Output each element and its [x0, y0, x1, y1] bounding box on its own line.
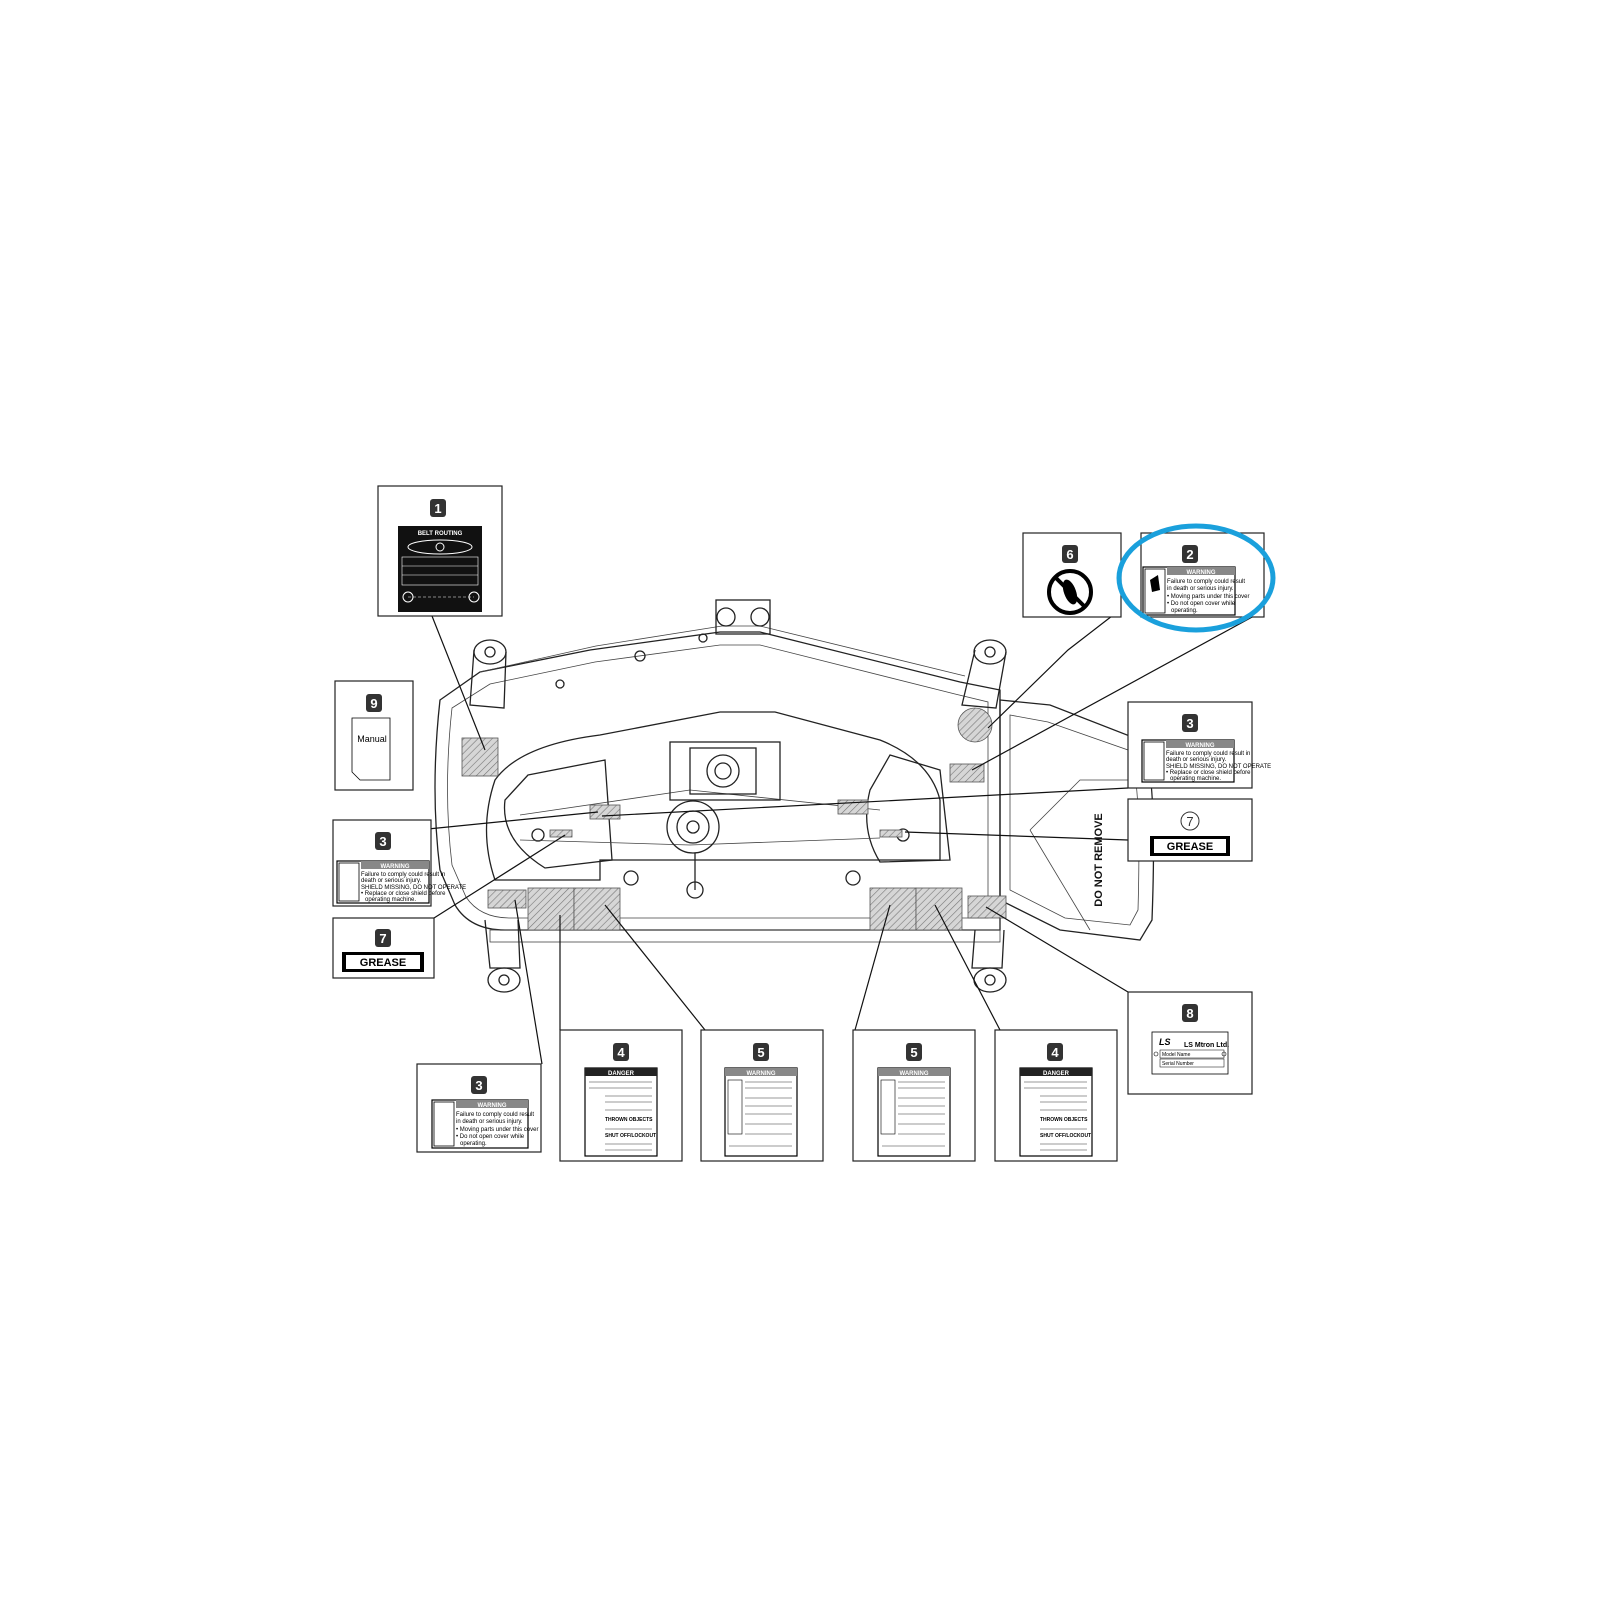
grease-label: GREASE: [360, 957, 406, 969]
callout-number: 5: [910, 1045, 917, 1060]
warning-header: WARNING: [381, 864, 410, 870]
leader-lines: [397, 615, 1255, 1065]
callout-5-left-warning: 5 WARNING: [700, 1029, 824, 1162]
ls-logo: LS: [1159, 1037, 1171, 1047]
hand-hazard-icon: [1143, 741, 1165, 781]
warning-line: in death or serious injury.: [456, 1119, 523, 1125]
mower-deck: DO NOT REMOVE: [434, 599, 1155, 993]
belt-routing-title: BELT ROUTING: [418, 531, 463, 537]
callout-5-right-warning: 5 WARNING: [852, 1029, 976, 1162]
callout-7-left-grease: 7 GREASE: [332, 917, 435, 979]
warning-bullet: • Replace or close shield before: [361, 891, 446, 897]
callout-number: 3: [475, 1078, 482, 1093]
callout-number: 3: [379, 834, 386, 849]
warning-line: Failure to comply could result: [1167, 579, 1245, 585]
callout-number: 1: [434, 501, 441, 516]
grease-label: GREASE: [1167, 841, 1213, 853]
callout-9-manual: 9 Manual: [334, 680, 414, 791]
highlight-ring: [1116, 523, 1276, 633]
callout-number: 5: [757, 1045, 764, 1060]
warning-bullet: • Moving parts under this cover: [1167, 594, 1249, 600]
decal-location-5-left: [573, 887, 621, 931]
gauge-wheel-bottom-right: [971, 929, 1007, 993]
danger-section: THROWN OBJECTS: [1040, 1117, 1088, 1123]
decal-location-3-bottom: [487, 889, 527, 909]
callout-number: 4: [617, 1045, 625, 1060]
callout-number: 7: [1186, 814, 1193, 829]
manual-icon: [351, 717, 391, 781]
company-name: LS Mtron Ltd.: [1184, 1042, 1229, 1049]
warning-bullet: operating.: [460, 1141, 487, 1147]
danger-section: SHUT OFF/LOCKOUT: [605, 1133, 656, 1139]
callout-8-serial-plate: 8 LS LS Mtron Ltd. Model Name Serial Num…: [1127, 991, 1253, 1095]
hand-hazard-icon: [338, 862, 360, 902]
warning-line: Failure to comply could result: [456, 1112, 534, 1118]
warning-line: in death or serious injury.: [1167, 586, 1234, 592]
warning-line: Failure to comply could result in: [1166, 751, 1250, 757]
warning-bullet: • Replace or close shield before: [1166, 770, 1251, 776]
callout-number: 6: [1066, 547, 1073, 562]
gauge-wheel-top-left: [469, 639, 507, 709]
callout-number: 4: [1051, 1045, 1059, 1060]
decal-location-7-right: [879, 829, 903, 838]
model-name-field: Model Name: [1162, 1052, 1191, 1058]
danger-header: DANGER: [608, 1071, 635, 1077]
serial-number-field: Serial Number: [1162, 1061, 1194, 1067]
callout-7-right-grease: 7 GREASE: [1127, 798, 1253, 862]
decal-location-5-right: [869, 887, 917, 931]
callout-number: 3: [1186, 716, 1193, 731]
decal-location-4-left: [527, 887, 575, 931]
callout-3-left-shield-warning: 3 WARNING Failure to comply could result…: [332, 819, 466, 907]
callout-4-right-danger: 4 DANGER THROWN OBJECTS SHUT OFF/LOCKOUT: [994, 1029, 1118, 1162]
callout-3-bottom-warning: 3 WARNING Failure to comply could result…: [416, 1063, 542, 1153]
decal-location-6: [957, 707, 993, 743]
warning-line: SHIELD MISSING, DO NOT OPERATE: [1166, 764, 1271, 770]
warning-line: death or serious injury.: [1166, 757, 1227, 763]
callout-number: 7: [379, 931, 386, 946]
callout-1-belt-routing: 1 BELT ROUTING: [377, 485, 503, 617]
warning-line: SHIELD MISSING, DO NOT OPERATE: [361, 885, 466, 891]
warning-bullet: • Moving parts under this cover: [456, 1127, 538, 1133]
gauge-wheel-top-right: [961, 639, 1007, 709]
callout-2-warning-moving-parts: 2 WARNING Failure to comply could result…: [1140, 532, 1265, 618]
warning-header: WARNING: [1187, 570, 1216, 576]
callout-number: 9: [370, 696, 377, 711]
warning-bullet: operating machine.: [365, 897, 416, 903]
do-not-remove-stencil: DO NOT REMOVE: [1093, 813, 1105, 907]
decal-location-7-left: [549, 829, 573, 838]
danger-section: SHUT OFF/LOCKOUT: [1040, 1133, 1091, 1139]
warning-header: WARNING: [478, 1103, 507, 1109]
hand-hazard-icon: [433, 1101, 455, 1147]
warning-bullet: • Do not open cover while: [456, 1134, 525, 1140]
callout-3-right-shield-warning: 3 WARNING Failure to comply could result…: [1127, 701, 1271, 789]
warning-header: WARNING: [1186, 743, 1215, 749]
warning-bullet: operating machine.: [1170, 776, 1221, 782]
danger-header: DANGER: [1043, 1071, 1070, 1077]
warning-header: WARNING: [747, 1071, 776, 1077]
warning-bullet: • Do not open cover while: [1167, 601, 1236, 607]
callout-6-no-step: 6: [1022, 532, 1122, 618]
manual-label: Manual: [357, 734, 387, 744]
decal-location-1: [461, 737, 499, 777]
callout-4-left-danger: 4 DANGER THROWN OBJECTS SHUT OFF/LOCKOUT: [559, 1029, 683, 1162]
warning-line: Failure to comply could result in: [361, 872, 445, 878]
decal-location-4-right: [915, 887, 963, 931]
callout-number: 8: [1186, 1006, 1193, 1021]
danger-section: THROWN OBJECTS: [605, 1117, 653, 1123]
warning-bullet: operating.: [1171, 608, 1198, 614]
callout-number: 2: [1186, 547, 1193, 562]
warning-line: death or serious injury.: [361, 878, 422, 884]
warning-header: WARNING: [900, 1071, 929, 1077]
gauge-wheel-bottom-left: [484, 919, 521, 993]
